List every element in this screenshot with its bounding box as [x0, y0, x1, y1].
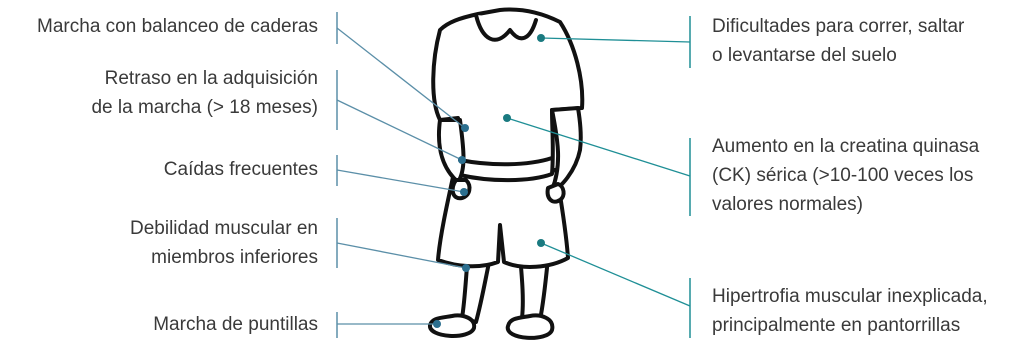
boy-figure [430, 10, 582, 338]
label-calf: Hipertrofia muscular inexplicada, princi… [712, 282, 988, 340]
dot-toe-walking [433, 320, 441, 328]
label-ck: Aumento en la creatina quinasa (CK) séri… [712, 132, 979, 219]
label-leg-weakness: Debilidad muscular en miembros inferiore… [130, 214, 318, 272]
label-toe-walking: Marcha de puntillas [153, 310, 318, 339]
dot-run-jump [537, 34, 545, 42]
dot-calf [537, 239, 545, 247]
dot-gait-hips [461, 124, 469, 132]
label-line: Dificultades para correr, saltar [712, 12, 964, 41]
label-line: valores normales) [712, 190, 979, 219]
label-line: (CK) sérica (>10-100 veces los [712, 161, 979, 190]
dot-ck [503, 114, 511, 122]
label-gait-hips: Marcha con balanceo de caderas [37, 12, 318, 41]
label-line: principalmente en pantorrillas [712, 311, 988, 340]
label-line: o levantarse del suelo [712, 41, 964, 70]
label-line: de la marcha (> 18 meses) [91, 93, 318, 122]
leader-calf [541, 243, 690, 306]
label-falls: Caídas frecuentes [164, 155, 318, 184]
label-run-jump: Dificultades para correr, saltar o levan… [712, 12, 964, 70]
dot-late-walking [458, 156, 466, 164]
label-line: Marcha con balanceo de caderas [37, 12, 318, 41]
label-line: Retraso en la adquisición [91, 64, 318, 93]
label-line: Aumento en la creatina quinasa [712, 132, 979, 161]
leader-falls [337, 170, 464, 192]
label-line: Debilidad muscular en [130, 214, 318, 243]
dot-leg-weakness [462, 264, 470, 272]
label-line: Hipertrofia muscular inexplicada, [712, 282, 988, 311]
dot-falls [460, 188, 468, 196]
label-line: Caídas frecuentes [164, 155, 318, 184]
label-line: Marcha de puntillas [153, 310, 318, 339]
label-line: miembros inferiores [130, 243, 318, 272]
label-late-walking: Retraso en la adquisición de la marcha (… [91, 64, 318, 122]
